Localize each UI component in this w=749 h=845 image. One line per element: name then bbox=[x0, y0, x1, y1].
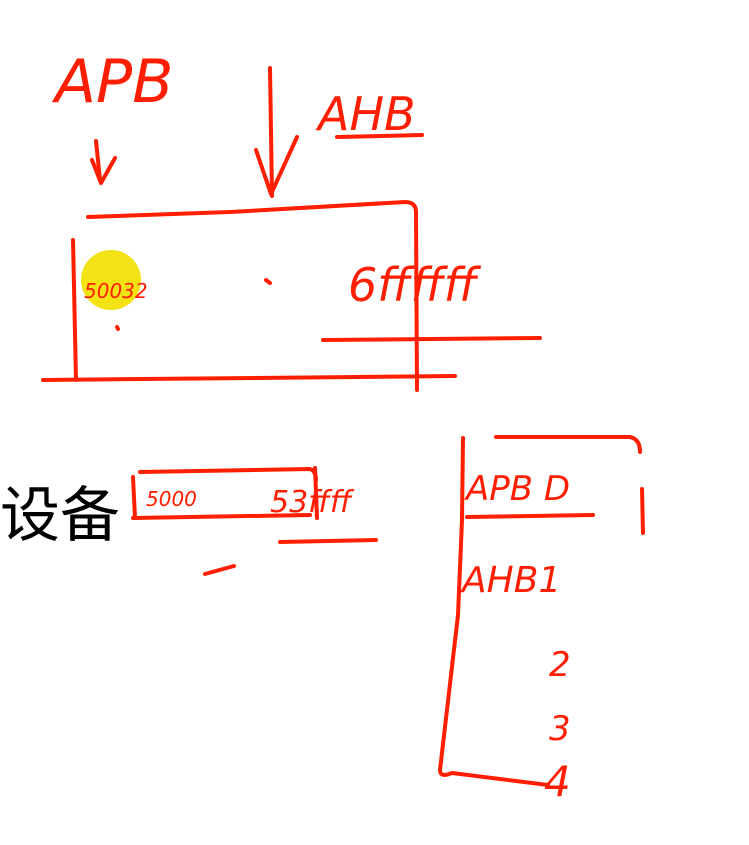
ahb-arrow bbox=[254, 66, 299, 198]
ink-dot bbox=[264, 278, 272, 285]
memory-map-box bbox=[41, 200, 542, 392]
bus-list-bracket bbox=[438, 435, 645, 787]
apb-arrow bbox=[90, 139, 117, 185]
list-apb-label: APB D bbox=[464, 469, 570, 509]
ahb-top-label: AHB bbox=[315, 87, 416, 141]
slide-partial-text: 设备 bbox=[0, 481, 120, 551]
mini-memory-box bbox=[131, 466, 378, 576]
list-item-3: 3 bbox=[549, 709, 571, 749]
mini-start-label: 5000 bbox=[146, 487, 197, 511]
laser-pointer-highlight bbox=[81, 250, 141, 310]
ahb-underline bbox=[335, 133, 424, 139]
list-item-2: 2 bbox=[549, 645, 571, 685]
list-item-4: 4 bbox=[544, 757, 571, 806]
ink-dot bbox=[115, 325, 120, 331]
apb-top-label: APB bbox=[51, 47, 173, 117]
address-end-label: 6ffffff bbox=[348, 258, 482, 312]
mini-end-label: 53ffff bbox=[270, 485, 355, 520]
list-ahb-label: AHB1 bbox=[460, 560, 561, 601]
address-start-label: 50032 bbox=[84, 279, 148, 303]
